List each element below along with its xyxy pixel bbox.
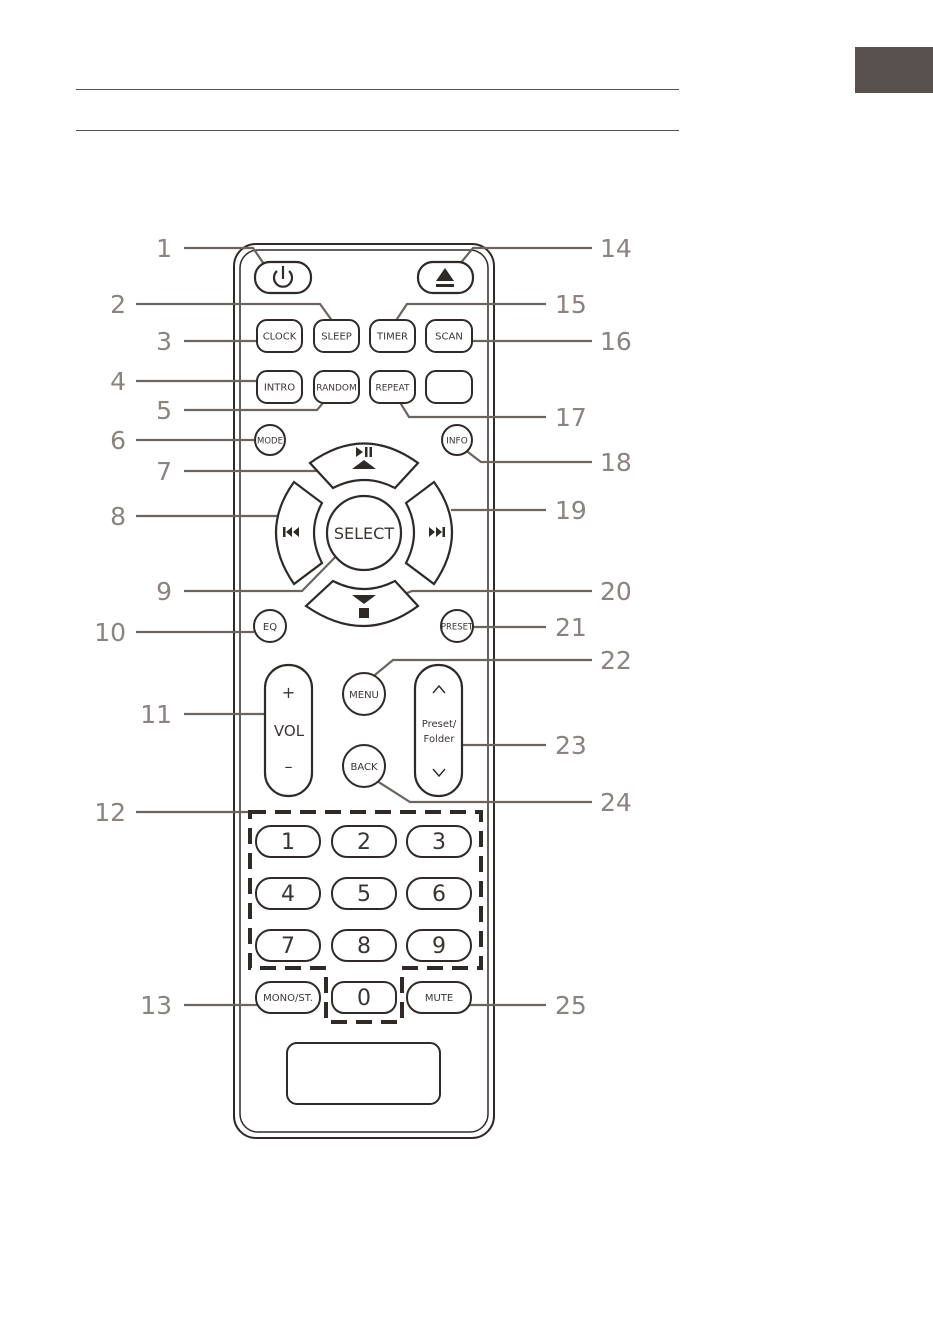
preset-folder-label-2: Folder: [424, 734, 456, 745]
digit-5-label: 5: [357, 882, 371, 907]
info-label: INFO: [446, 437, 468, 447]
callout-15: 15: [555, 290, 587, 319]
eq-label: EQ: [263, 622, 277, 633]
callout-17: 17: [555, 403, 587, 432]
digit-8-label: 8: [357, 934, 371, 959]
callout-23: 23: [555, 731, 587, 760]
callout-11: 11: [140, 700, 172, 729]
callout-24: 24: [600, 788, 632, 817]
callout-12: 12: [94, 798, 126, 827]
digit-0-label: 0: [357, 986, 371, 1011]
digit-3-label: 3: [432, 830, 446, 855]
callout-13: 13: [140, 991, 172, 1020]
callout-18: 18: [600, 448, 632, 477]
mode-label: MODE: [257, 437, 283, 447]
mono-stereo-label: MONO/ST.: [263, 993, 313, 1004]
callout-4: 4: [110, 367, 126, 396]
vol-plus-label: +: [282, 683, 295, 702]
preset-folder-label-1: Preset/: [422, 719, 457, 730]
vol-label: VOL: [274, 722, 305, 740]
callout-10: 10: [94, 618, 126, 647]
callout-2: 2: [110, 290, 126, 319]
callout-3: 3: [156, 327, 172, 356]
clock-label: CLOCK: [263, 332, 297, 343]
select-label: SELECT: [334, 524, 394, 543]
stop-icon: [359, 608, 369, 618]
menu-label: MENU: [349, 690, 379, 701]
sleep-label: SLEEP: [321, 332, 352, 343]
intro-label: INTRO: [264, 383, 295, 394]
digit-2-label: 2: [357, 830, 371, 855]
back-label: BACK: [350, 762, 378, 773]
mute-label: MUTE: [425, 993, 453, 1004]
digit-1-label: 1: [281, 830, 295, 855]
repeat-label: REPEAT: [375, 384, 410, 394]
digit-7-label: 7: [281, 934, 295, 959]
vol-minus-label: –: [285, 757, 293, 776]
digit-6-label: 6: [432, 882, 446, 907]
callout-14: 14: [600, 234, 632, 263]
callout-9: 9: [156, 577, 172, 606]
callout-5: 5: [156, 396, 172, 425]
callout-19: 19: [555, 496, 587, 525]
digit-4-label: 4: [281, 882, 295, 907]
timer-label: TIMER: [376, 332, 408, 343]
callout-22: 22: [600, 646, 632, 675]
callout-21: 21: [555, 613, 587, 642]
callout-8: 8: [110, 502, 126, 531]
random-label: RANDOM: [316, 384, 357, 394]
callout-20: 20: [600, 577, 632, 606]
callout-7: 7: [156, 457, 172, 486]
callout-6: 6: [110, 426, 126, 455]
blank-button[interactable]: [426, 371, 472, 403]
digit-9-label: 9: [432, 934, 446, 959]
callout-25: 25: [555, 991, 587, 1020]
scan-label: SCAN: [435, 332, 463, 343]
preset-label: PRESET: [441, 623, 474, 633]
bottom-panel: [287, 1043, 440, 1104]
callout-16: 16: [600, 327, 632, 356]
callout-1: 1: [156, 234, 172, 263]
